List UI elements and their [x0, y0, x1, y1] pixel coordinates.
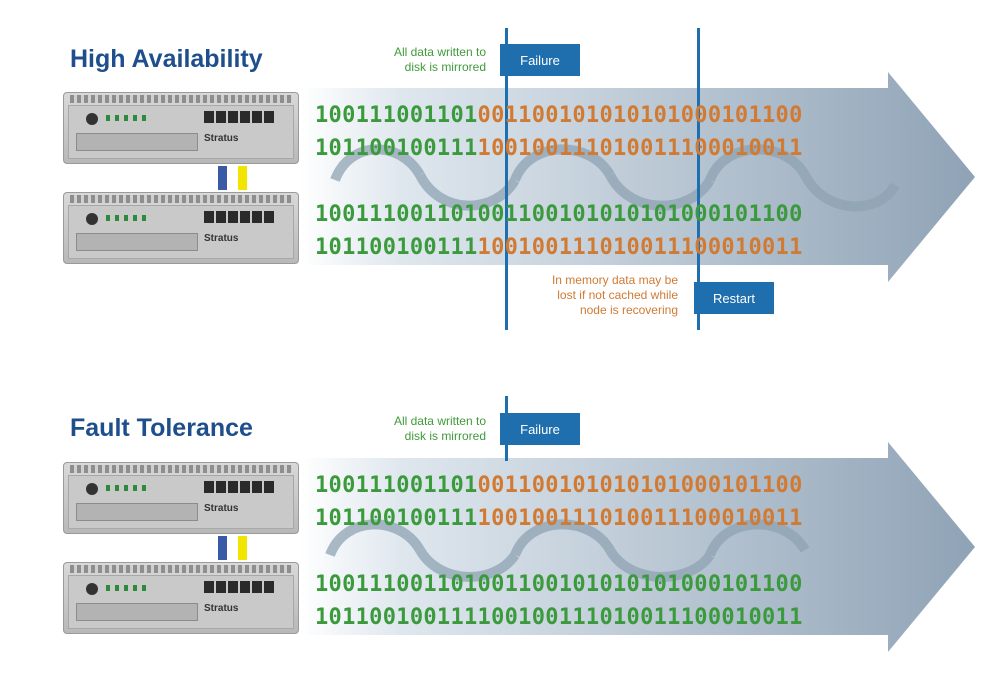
bits-after-failure: 001100101010101000101100 [477, 473, 803, 498]
mirror-note: All data written to disk is mirrored [394, 414, 486, 444]
cable-yellow [238, 166, 247, 190]
data-flow-arrow [300, 442, 975, 652]
bits-after-failure: 001100101010101000101100 [477, 202, 803, 227]
data-row: 100111001101001100101010101000101100 [315, 103, 803, 129]
data-row: 101100100111100100111010011100010011 [315, 235, 803, 261]
device-brand: Stratus [204, 503, 239, 514]
failure-marker-line [505, 28, 508, 330]
bits-after-failure: 001100101010101000101100 [477, 572, 803, 597]
data-row: 100111001101001100101010101000101100 [315, 572, 803, 598]
data-row: 101100100111100100111010011100010011 [315, 605, 803, 631]
bits-written: 101100100111 [315, 235, 478, 260]
memory-loss-note-line-2: lost if not cached while [557, 288, 678, 302]
device-brand: Stratus [204, 603, 239, 614]
bits-written: 101100100111 [315, 506, 478, 531]
bits-after-failure: 001100101010101000101100 [477, 103, 803, 128]
mirror-note-line-2: disk is mirrored [404, 60, 486, 74]
data-row: 100111001101001100101010101000101100 [315, 473, 803, 499]
cable-blue [218, 166, 227, 190]
mirror-note-line-1: All data written to [393, 414, 486, 428]
bits-after-failure: 100100111010011100010011 [477, 136, 803, 161]
bits-written: 101100100111 [315, 605, 478, 630]
section-title: Fault Tolerance [70, 414, 253, 442]
restart-marker-line [697, 28, 700, 330]
memory-loss-note-line-1: In memory data may be [551, 273, 678, 287]
section-title: High Availability [70, 45, 263, 73]
bits-written: 100111001101 [315, 103, 478, 128]
server-node-primary: Stratus [63, 462, 299, 534]
mirror-note: All data written to disk is mirrored [394, 45, 486, 75]
bits-after-failure: 100100111010011100010011 [477, 506, 803, 531]
mirror-note-line-1: All data written to [393, 45, 486, 59]
data-row: 101100100111100100111010011100010011 [315, 136, 803, 162]
device-brand: Stratus [204, 133, 239, 144]
panel-fault-tolerance: Fault Tolerance All data written to disk… [0, 370, 1000, 670]
memory-loss-note: In memory data may be lost if not cached… [552, 273, 678, 318]
restart-label: Restart [694, 282, 774, 314]
bits-written: 100111001101 [315, 202, 478, 227]
device-brand: Stratus [204, 233, 239, 244]
cable-yellow [238, 536, 247, 560]
memory-loss-note-line-3: node is recovering [579, 303, 678, 317]
mirror-note-line-2: disk is mirrored [404, 429, 486, 443]
cable-blue [218, 536, 227, 560]
bits-after-failure: 100100111010011100010011 [477, 605, 803, 630]
bits-after-failure: 100100111010011100010011 [477, 235, 803, 260]
bits-written: 101100100111 [315, 136, 478, 161]
failure-label: Failure [500, 44, 580, 76]
server-node-primary: Stratus [63, 92, 299, 164]
server-node-secondary: Stratus [63, 562, 299, 634]
data-row: 100111001101001100101010101000101100 [315, 202, 803, 228]
failure-label: Failure [500, 413, 580, 445]
server-node-secondary: Stratus [63, 192, 299, 264]
panel-high-availability: High Availability All data written to di… [0, 0, 1000, 330]
data-row: 101100100111100100111010011100010011 [315, 506, 803, 532]
data-flow-arrow [300, 72, 975, 282]
bits-written: 100111001101 [315, 572, 478, 597]
bits-written: 100111001101 [315, 473, 478, 498]
